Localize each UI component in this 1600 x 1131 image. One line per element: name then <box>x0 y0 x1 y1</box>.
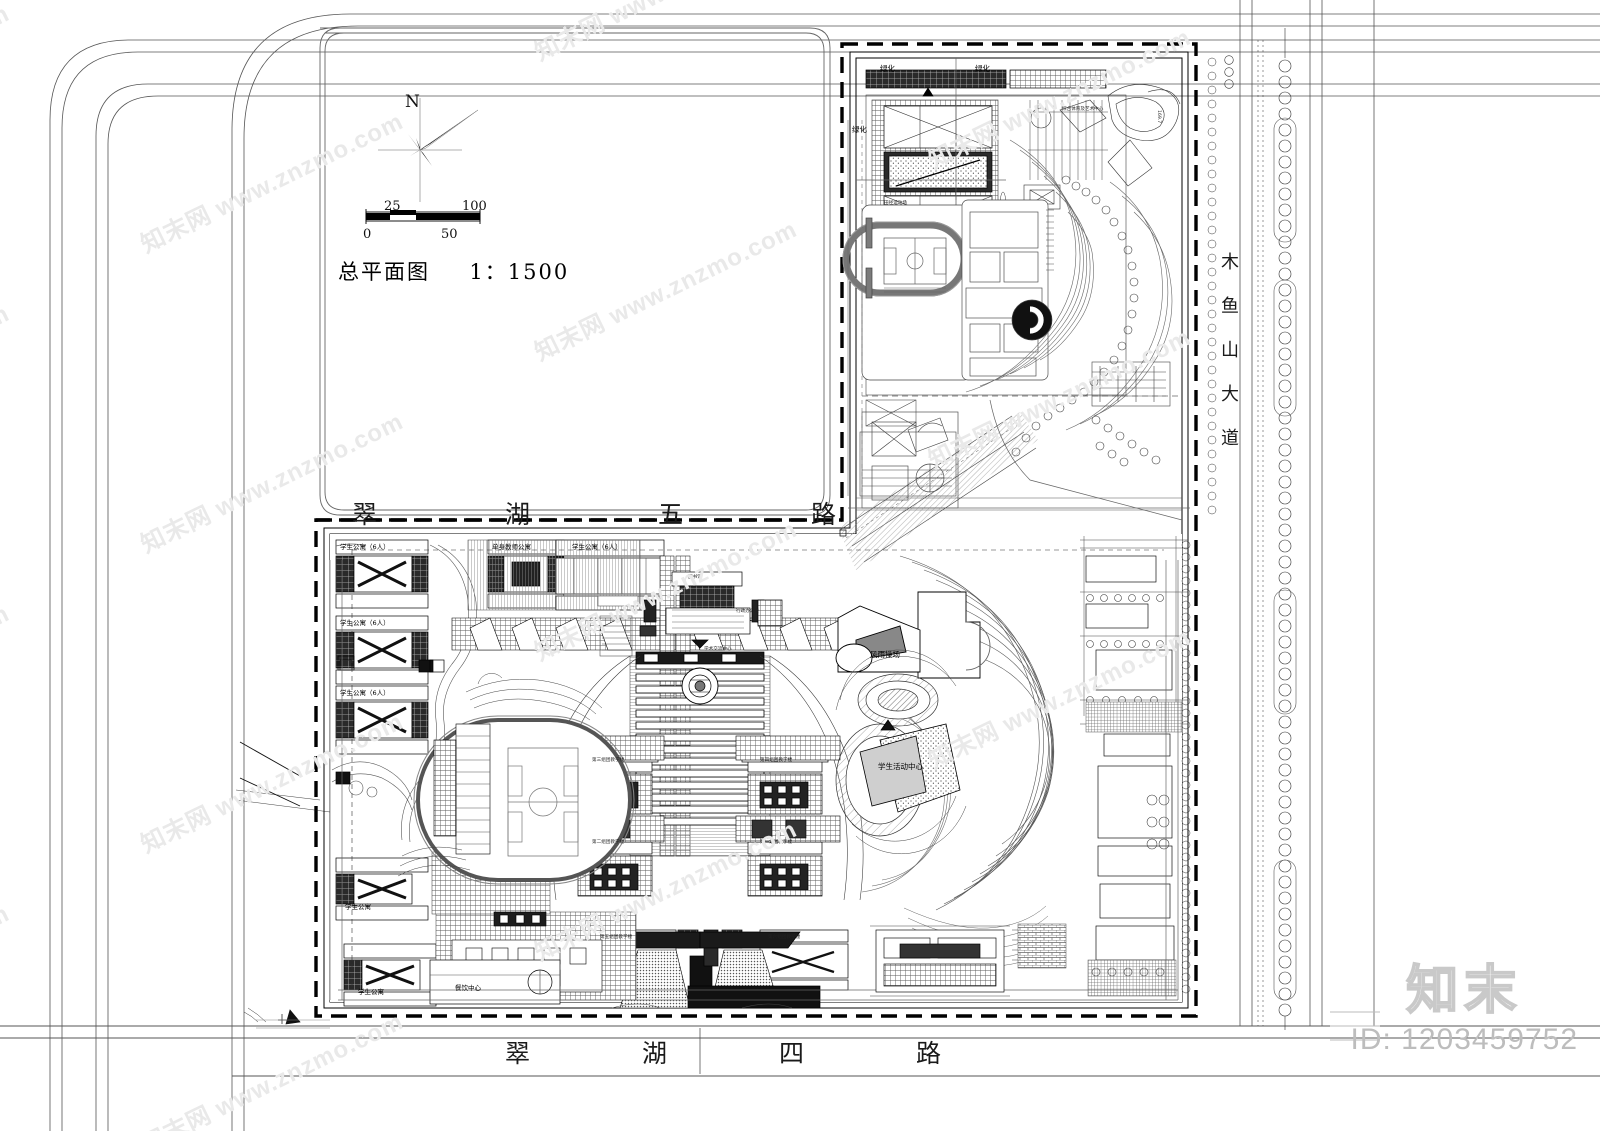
map-label-teaching-3: 第三组团教学楼 <box>592 758 625 763</box>
map-label-teaching-1: 第一组团教学楼 <box>760 840 793 845</box>
road-label-cuihu-4: 翠湖四路 <box>505 1039 1054 1068</box>
brand-watermark: 知末 ID: 1203459752 <box>1350 961 1578 1057</box>
scale-tick-0: 0 <box>363 227 372 242</box>
map-label-teaching-6: 第六组团教学楼 <box>768 935 801 940</box>
brand-logo: 知末 <box>1405 961 1523 1021</box>
map-label-dorm-3: 学生公寓（6人） <box>340 689 390 697</box>
scale-tick-50: 50 <box>441 227 458 242</box>
map-label-dining: 餐饮中心 <box>455 984 481 992</box>
scale-tick-100: 100 <box>462 199 487 214</box>
north-letter: N <box>405 92 420 112</box>
north-arrow <box>378 98 479 202</box>
page-title: 总平面图 1：1500 <box>338 260 570 284</box>
map-label-academic-exchange: 学术交流中心 <box>704 647 732 652</box>
map-label-gym: 风雨操场 <box>870 650 900 659</box>
map-label-activity-center: 学生活动中心 <box>878 762 923 771</box>
map-label-teaching-5: 第五组团教学楼 <box>600 935 633 940</box>
map-label-teacher-dorm: 单身教师公寓 <box>492 543 531 551</box>
map-label-green-1: 绿化 <box>880 64 895 73</box>
map-label-admin: 行政办公楼 <box>736 609 759 614</box>
map-label-dorm-4: 学生公寓（6人） <box>572 543 622 551</box>
map-label-green-2: 绿化 <box>975 64 990 73</box>
scale-tick-25: 25 <box>384 199 401 214</box>
map-label-dorm-6: 学生公寓 <box>358 988 384 996</box>
map-label-dorm-5: 学生公寓 <box>345 903 371 911</box>
map-label-teaching-4: 第四组团教学楼 <box>760 758 793 763</box>
scale-bar <box>365 209 481 224</box>
map-label-athletic-field: 田径运动场 <box>884 201 907 206</box>
map-label-dorm-1: 学生公寓（6人） <box>340 543 390 551</box>
resource-id: ID: 1203459752 <box>1350 1023 1578 1056</box>
road-label-muyushan-ave: 木鱼山大道 <box>1218 252 1239 472</box>
map-label-green-3: 绿化 <box>852 125 867 134</box>
map-label-elevation: 169.7 <box>1156 110 1161 124</box>
map-label-dorm-2: 学生公寓（6人） <box>340 619 390 627</box>
map-label-library: 图书馆 <box>688 575 702 580</box>
map-label-teaching-2: 第二组团教学楼 <box>592 840 625 845</box>
road-label-cuihu-5: 翠湖五路 <box>352 500 965 529</box>
map-label-art-center: 综合体育及艺术中心 <box>1062 107 1104 112</box>
